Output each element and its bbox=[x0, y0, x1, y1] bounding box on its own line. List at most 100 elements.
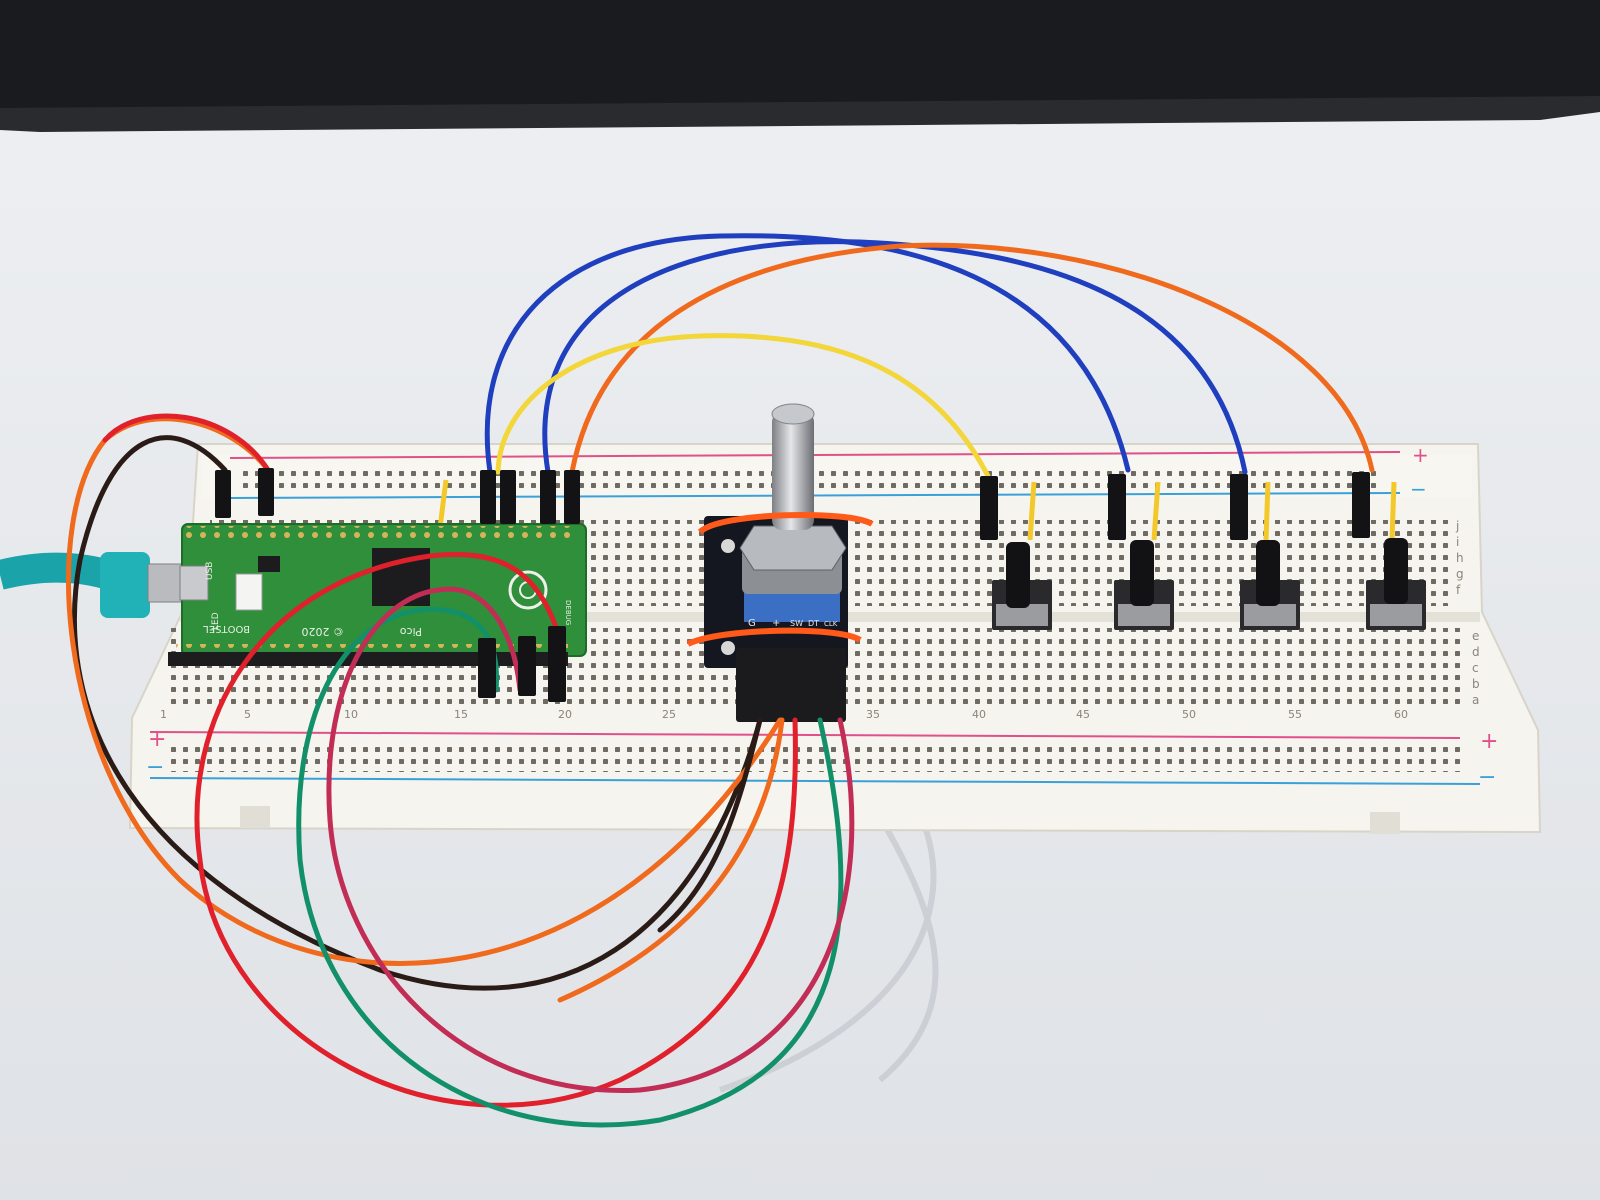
col-num-35: 35 bbox=[866, 708, 880, 721]
connector-black-wire bbox=[215, 470, 231, 518]
connector-pico-1 bbox=[478, 638, 496, 698]
col-num-45: 45 bbox=[1076, 708, 1090, 721]
push-button-plate bbox=[1118, 604, 1170, 626]
wire-red-left-loop bbox=[66, 416, 783, 966]
wire-black-encoder bbox=[657, 717, 763, 933]
connector-pico-2 bbox=[518, 636, 536, 696]
breadboard-notch-left bbox=[240, 806, 270, 828]
col-num-40: 40 bbox=[972, 708, 986, 721]
connector-pico-3 bbox=[548, 626, 566, 702]
wire-orange-encoder bbox=[557, 717, 785, 1003]
bottom-rail-plus-sign: + bbox=[1480, 729, 1498, 754]
push-button-stem bbox=[1130, 540, 1154, 606]
wire-blue-long-2 bbox=[542, 239, 1248, 475]
push-button-stem bbox=[1256, 540, 1280, 606]
row-letter-d: d bbox=[1472, 645, 1480, 659]
push-button-2[interactable] bbox=[1114, 540, 1174, 630]
encoder-pin-label-sw: SW bbox=[790, 619, 803, 628]
monitor-bezel bbox=[0, 0, 1600, 130]
encoder-header-connector bbox=[736, 648, 846, 722]
column-numbers: 1 5 10 15 20 25 30 35 40 45 50 55 60 bbox=[160, 708, 1408, 721]
bottom-rail-holes bbox=[170, 742, 1460, 772]
connector-blue-right-2 bbox=[1230, 474, 1248, 540]
col-num-55: 55 bbox=[1288, 708, 1302, 721]
col-num-5: 5 bbox=[244, 708, 251, 721]
pico-logo-icon bbox=[508, 570, 548, 610]
bottom-rail-minus-sign: − bbox=[1478, 765, 1496, 790]
connector-orange bbox=[564, 470, 580, 524]
pico-bottom-header bbox=[168, 652, 568, 666]
bottom-rail-red-line bbox=[149, 731, 1461, 739]
encoder-mount-hole bbox=[721, 641, 735, 655]
push-button-plate bbox=[1370, 604, 1422, 626]
wire-red-encoder bbox=[194, 551, 798, 1108]
wire-blue-long-1 bbox=[484, 233, 1131, 475]
bottom-rail-blue-line bbox=[149, 777, 1481, 785]
row-letter-g: g bbox=[1456, 567, 1464, 581]
row-letter-j: j bbox=[1455, 519, 1459, 533]
push-button-plate bbox=[996, 604, 1048, 626]
usb-plug-housing bbox=[100, 552, 150, 618]
encoder-pin-label-g: G bbox=[748, 618, 756, 629]
push-button-stem bbox=[1006, 542, 1030, 608]
row-letter-i: i bbox=[1456, 535, 1459, 549]
col-num-50: 50 bbox=[1182, 708, 1196, 721]
pico-top-pins bbox=[186, 526, 578, 538]
micro-usb-port bbox=[179, 565, 209, 601]
wire-red-top-left bbox=[102, 413, 271, 473]
row-letter-f: f bbox=[1456, 583, 1461, 597]
pico-silkscreen-year: © 2020 bbox=[302, 625, 345, 638]
encoder-orange-band-bottom bbox=[686, 627, 862, 647]
left-rail-minus-sign: − bbox=[146, 755, 164, 780]
yellow-jumper-legs bbox=[437, 479, 1397, 541]
push-button-stem bbox=[1384, 538, 1408, 604]
encoder-mount-hole bbox=[721, 539, 735, 553]
top-rail-red-line bbox=[229, 451, 1401, 459]
wire-green-encoder bbox=[296, 606, 844, 1128]
encoder-pin-label-dt: DT bbox=[808, 619, 819, 628]
flash-chip bbox=[258, 556, 280, 572]
encoder-shaft bbox=[772, 412, 814, 530]
col-num-20: 20 bbox=[558, 708, 572, 721]
top-rail-blue-line bbox=[229, 492, 1401, 499]
connector-red-wire bbox=[258, 468, 274, 516]
row-letter-a: a bbox=[1472, 693, 1479, 707]
col-num-60: 60 bbox=[1394, 708, 1408, 721]
left-rail-plus-sign: + bbox=[148, 727, 166, 752]
pico-silkscreen-debug: DEBUG bbox=[564, 600, 572, 625]
top-rail-plus-sign: + bbox=[1412, 443, 1429, 467]
top-rail-minus-sign: − bbox=[1410, 477, 1427, 501]
pico-silkscreen-name: Pico bbox=[400, 625, 422, 638]
row-letter-b: b bbox=[1472, 677, 1480, 691]
col-num-15: 15 bbox=[454, 708, 468, 721]
encoder-pin-label-plus: + bbox=[772, 618, 780, 629]
jumper-wires bbox=[66, 233, 1375, 1128]
pico-silkscreen-usb: USB bbox=[205, 562, 215, 580]
connector-yellow bbox=[500, 470, 516, 524]
connector-blue-right-1 bbox=[1108, 474, 1126, 540]
pico-silkscreen-led: LED bbox=[211, 612, 221, 630]
connector-yellow-right bbox=[980, 476, 998, 540]
breadboard-notch-right bbox=[1370, 812, 1400, 834]
row-letter-c: c bbox=[1472, 661, 1479, 675]
monitor-bottom-edge bbox=[0, 96, 1600, 132]
wire-orange-long bbox=[569, 242, 1375, 475]
connector-orange-right bbox=[1352, 472, 1370, 538]
push-button-plate bbox=[1244, 604, 1296, 626]
rotary-encoder-module: G + SW DT CLK bbox=[686, 403, 874, 722]
push-button-3[interactable] bbox=[1240, 540, 1300, 630]
push-button-4[interactable] bbox=[1366, 538, 1426, 630]
wire-black-left-loop bbox=[71, 435, 763, 991]
col-num-25: 25 bbox=[662, 708, 676, 721]
wire-connectors bbox=[215, 468, 1370, 702]
connector-blue-2 bbox=[540, 470, 556, 524]
wire-yellow-long bbox=[495, 333, 993, 483]
row-letter-e: e bbox=[1472, 629, 1479, 643]
connector-blue-1 bbox=[480, 470, 496, 524]
push-button-1[interactable] bbox=[992, 542, 1052, 630]
wire-magenta-encoder bbox=[326, 586, 855, 1093]
encoder-hex-nut bbox=[739, 525, 847, 571]
encoder-pin-label-clk: CLK bbox=[824, 620, 838, 628]
col-num-1: 1 bbox=[160, 708, 167, 721]
